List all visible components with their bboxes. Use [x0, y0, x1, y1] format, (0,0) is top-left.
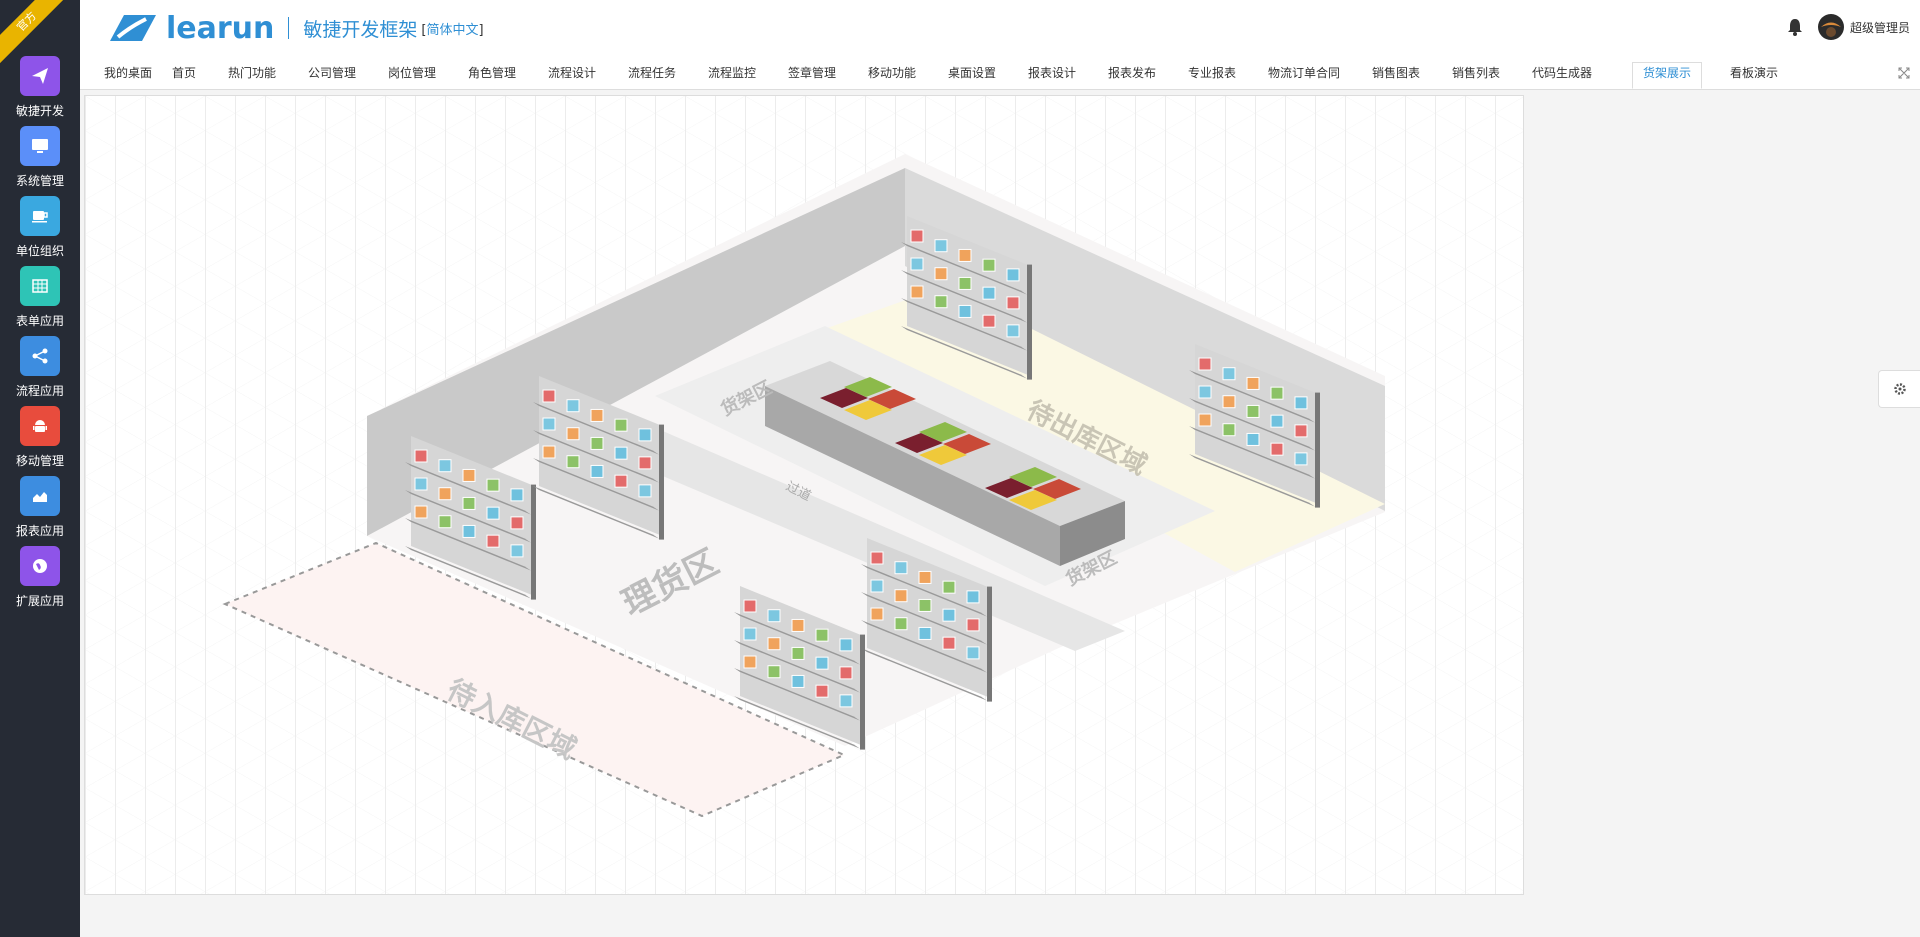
shelf-unit	[405, 436, 536, 600]
brand-divider	[288, 17, 290, 39]
tab-report-design[interactable]: 报表设计	[1028, 66, 1077, 80]
avatar[interactable]	[1817, 14, 1844, 40]
tab-flow-monitor[interactable]: 流程监控	[708, 66, 757, 80]
tab-pro-reports[interactable]: 专业报表	[1188, 66, 1237, 80]
tab-signature[interactable]: 签章管理	[788, 66, 837, 80]
tab-positions[interactable]: 岗位管理	[388, 66, 437, 80]
tab-sales-list[interactable]: 销售列表	[1452, 66, 1501, 80]
android-icon	[20, 406, 60, 446]
header: learun 敏捷开发框架 [简体中文] 超级管理员	[80, 0, 1920, 55]
paper-plane-icon	[20, 56, 60, 96]
shelf-unit	[901, 216, 1032, 380]
shelf-unit	[1189, 344, 1320, 508]
tab-kanban-demo[interactable]: 看板演示	[1730, 66, 1779, 80]
left-wall	[367, 168, 905, 536]
sidebar-item-reports[interactable]: 报表应用	[0, 476, 80, 539]
brand-subtitle: 敏捷开发框架	[303, 18, 418, 41]
tab-roles[interactable]: 角色管理	[468, 66, 517, 80]
sidebar-item-mobile[interactable]: 移动管理	[0, 406, 80, 469]
share-icon	[20, 336, 60, 376]
tab-logistics-contract[interactable]: 物流订单合同	[1268, 66, 1341, 80]
shelf-units	[405, 216, 1320, 750]
globe-icon	[20, 546, 60, 586]
sidebar-item-label: 敏捷开发	[15, 104, 64, 118]
bell-icon[interactable]	[1786, 17, 1804, 37]
monitor-icon	[20, 126, 60, 166]
user-area[interactable]: 超级管理员	[1786, 14, 1910, 40]
tab-mobile[interactable]: 移动功能	[868, 66, 917, 80]
area-chart-icon	[20, 476, 60, 516]
tab-flow-tasks[interactable]: 流程任务	[628, 66, 677, 80]
tab-code-generator[interactable]: 代码生成器	[1532, 66, 1593, 80]
fullscreen-icon[interactable]	[1898, 67, 1910, 82]
sidebar-item-workflow[interactable]: 流程应用	[0, 336, 80, 399]
sidebar-item-forms[interactable]: 表单应用	[0, 266, 80, 329]
warehouse-canvas: 待入库区域 理货区 货架区 货架区 过道 待出库区域	[84, 95, 1524, 895]
warehouse-diagram: 待入库区域 理货区 货架区 货架区 过道 待出库区域	[222, 154, 1385, 818]
language-switch[interactable]: [简体中文]	[421, 19, 483, 38]
inbound-zone	[222, 541, 847, 818]
tab-company[interactable]: 公司管理	[308, 66, 357, 80]
language-bracket-close: ]	[478, 22, 484, 38]
sidebar-item-label: 扩展应用	[15, 594, 64, 608]
outbound-zone	[805, 286, 1385, 572]
tab-sales-chart[interactable]: 销售图表	[1372, 66, 1421, 80]
coffee-icon	[20, 196, 60, 236]
tab-my-desktop[interactable]: 我的桌面	[104, 66, 153, 80]
table-icon	[20, 266, 60, 306]
display-table	[765, 361, 1125, 566]
sidebar-item-label: 单位组织	[15, 244, 64, 258]
brand-word: learun	[166, 10, 275, 46]
tab-desktop-settings[interactable]: 桌面设置	[948, 66, 997, 80]
shelf-unit	[734, 586, 865, 750]
sidebar-item-label: 移动管理	[15, 454, 64, 468]
sidebar-item-label: 流程应用	[15, 384, 64, 398]
brand[interactable]: learun 敏捷开发框架 [简体中文]	[100, 10, 484, 46]
sidebar: 官方 敏捷开发 系统管理 单位组织 表单应用 流程应用 移动管理	[0, 0, 80, 937]
user-name[interactable]: 超级管理员	[1849, 20, 1910, 35]
tab-flow-design[interactable]: 流程设计	[548, 66, 597, 80]
learun-logo-icon	[110, 15, 156, 41]
shelf-unit	[533, 376, 664, 540]
settings-gear-icon[interactable]	[1878, 370, 1920, 408]
sidebar-item-agile-dev[interactable]: 敏捷开发	[0, 56, 80, 119]
sidebar-item-system[interactable]: 系统管理	[0, 126, 80, 189]
sidebar-item-label: 报表应用	[15, 524, 64, 538]
sidebar-item-label: 表单应用	[15, 314, 64, 328]
sidebar-item-org[interactable]: 单位组织	[0, 196, 80, 259]
tab-report-publish[interactable]: 报表发布	[1108, 66, 1157, 80]
tab-hot-functions[interactable]: 热门功能	[228, 66, 277, 80]
tab-home[interactable]: 首页	[172, 66, 197, 80]
tab-bar: 我的桌面 首页 热门功能 公司管理 岗位管理 角色管理 流程设计 流程任务 流程…	[80, 55, 1920, 90]
shelf-unit	[861, 538, 992, 702]
sidebar-item-extensions[interactable]: 扩展应用	[0, 546, 80, 609]
sidebar-item-label: 系统管理	[15, 174, 64, 188]
language-label: 简体中文	[426, 22, 479, 38]
language-bracket-open: [	[421, 22, 427, 38]
tab-shelf-display[interactable]: 货架展示	[1632, 62, 1703, 89]
